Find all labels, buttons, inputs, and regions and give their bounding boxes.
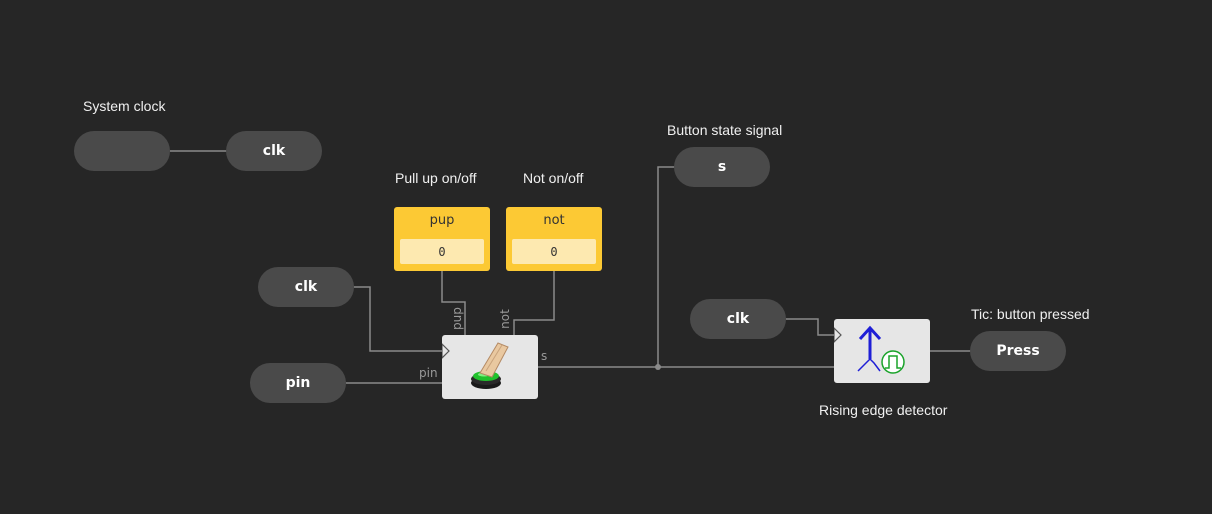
junction-dot	[655, 364, 661, 370]
wire-not	[513, 271, 555, 336]
system-clock-label: System clock	[83, 98, 166, 114]
pin-input[interactable]: pin	[250, 363, 346, 403]
wire-button-clk	[354, 286, 444, 352]
wire-edge-clk	[786, 318, 835, 336]
system-clock-source[interactable]	[74, 131, 170, 171]
rising-edge-icon	[834, 325, 905, 374]
press-output[interactable]: Press	[970, 331, 1066, 371]
not-onoff-label: Not on/off	[523, 170, 584, 186]
system-clock-output[interactable]: clk	[226, 131, 322, 171]
not-pin-label: not	[498, 309, 512, 329]
not-parameter[interactable]: not 0	[506, 207, 602, 271]
push-button-icon	[442, 342, 509, 389]
not-parameter-name: not	[543, 213, 565, 228]
button-block[interactable]	[442, 335, 538, 399]
button-clk-input[interactable]: clk	[258, 267, 354, 307]
rising-edge-label: Rising edge detector	[819, 402, 948, 418]
wire-pup	[441, 271, 466, 336]
pin-pin-label: pin	[419, 366, 438, 380]
tic-label: Tic: button pressed	[971, 306, 1090, 322]
pull-up-label: Pull up on/off	[395, 170, 477, 186]
state-signal-output[interactable]: s	[674, 147, 770, 187]
rising-edge-block[interactable]	[834, 319, 930, 383]
not-value-field[interactable]: 0	[512, 239, 596, 264]
pup-parameter[interactable]: pup 0	[394, 207, 490, 271]
pup-parameter-name: pup	[429, 213, 455, 228]
edge-clk-input[interactable]: clk	[690, 299, 786, 339]
wire-state-signal	[657, 166, 676, 367]
button-state-label: Button state signal	[667, 122, 783, 138]
s-pin-label: s	[541, 349, 548, 363]
pup-pin-label: pup	[450, 307, 464, 330]
pup-value-field[interactable]: 0	[400, 239, 484, 264]
